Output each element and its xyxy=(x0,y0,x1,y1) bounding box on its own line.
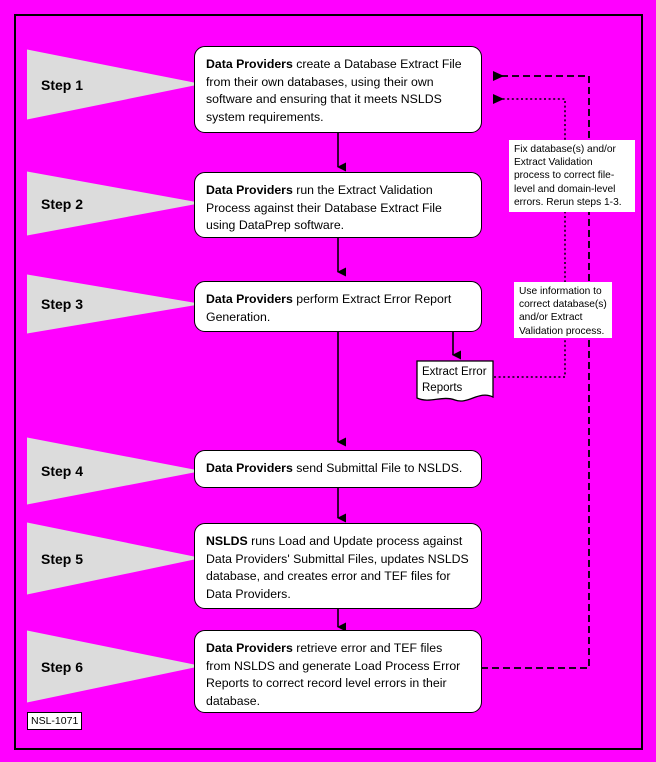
step-marker-3: Step 3 xyxy=(27,273,199,335)
step-marker-label: Step 6 xyxy=(41,658,84,675)
step-marker-2: Step 2 xyxy=(27,170,199,237)
process-box-text: runs Load and Update process against Dat… xyxy=(206,534,469,601)
process-box-actor: NSLDS xyxy=(206,534,248,548)
process-box-actor: Data Providers xyxy=(206,183,293,197)
diagram-id-tag: NSL-1071 xyxy=(27,712,83,730)
process-box-text: run the Extract Validation Process again… xyxy=(206,183,442,232)
process-box-text: retrieve error and TEF files from NSLDS … xyxy=(206,641,461,708)
fix-database-note-text: Fix database(s) and/or Extract Validatio… xyxy=(514,144,622,208)
process-box-step2[interactable]: Data Providers run the Extract Validatio… xyxy=(194,172,482,238)
step-marker-6: Step 6 xyxy=(27,629,199,704)
process-box-step6[interactable]: Data Providers retrieve error and TEF fi… xyxy=(194,630,482,713)
step-marker-label: Step 5 xyxy=(41,550,84,567)
process-box-actor: Data Providers xyxy=(206,641,293,655)
step-marker-4: Step 4 xyxy=(27,436,199,506)
document-label: Extract Error Reports xyxy=(422,366,487,394)
step-marker-1: Step 1 xyxy=(27,48,199,121)
step-marker-label: Step 3 xyxy=(41,296,84,312)
document-extract-error-reports[interactable]: Extract Error Reports xyxy=(416,360,494,405)
process-box-step3[interactable]: Data Providers perform Extract Error Rep… xyxy=(194,281,482,332)
process-box-step1[interactable]: Data Providers create a Database Extract… xyxy=(194,46,482,133)
process-box-step4[interactable]: Data Providers send Submittal File to NS… xyxy=(194,450,482,488)
process-box-text: send Submittal File to NSLDS. xyxy=(292,461,463,475)
step-marker-label: Step 1 xyxy=(41,76,84,93)
step-marker-label: Step 2 xyxy=(41,195,84,212)
process-box-actor: Data Providers xyxy=(206,292,293,306)
step-marker-label: Step 4 xyxy=(41,463,84,479)
fix-database-note: Fix database(s) and/or Extract Validatio… xyxy=(509,140,635,212)
document-icon xyxy=(416,360,494,402)
use-information-note-text: Use information to correct database(s) a… xyxy=(519,286,607,337)
process-box-text: create a Database Extract File from thei… xyxy=(206,57,462,124)
process-box-text: perform Extract Error Report Generation. xyxy=(206,292,452,324)
process-box-actor: Data Providers xyxy=(206,461,293,475)
use-information-note: Use information to correct database(s) a… xyxy=(514,282,612,338)
process-box-step5[interactable]: NSLDS runs Load and Update process again… xyxy=(194,523,482,609)
process-box-actor: Data Providers xyxy=(206,57,293,71)
step-marker-5: Step 5 xyxy=(27,521,199,596)
